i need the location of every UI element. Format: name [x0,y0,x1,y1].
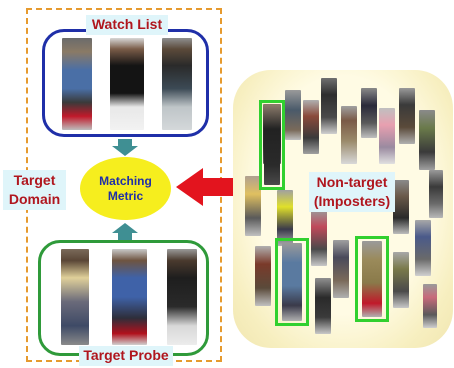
nontarget-label-line1: Non-target [316,174,388,190]
matching-metric-line2: Metric [107,188,144,203]
target-probe-label: Target Probe [79,346,173,366]
highlighted-imposter-2 [275,238,309,326]
matching-metric-line1: Matching [99,173,152,188]
watch-list-person-1 [62,38,92,130]
imposter-image [277,190,293,246]
imposter-image [415,220,431,276]
watch-list-person-3 [162,38,192,130]
nontarget-label: Non-target (Imposters) [309,172,395,212]
imposter-image [393,180,409,234]
imposter-image [285,90,301,140]
target-probe-person-3 [167,249,197,345]
target-domain-label-line1: Target [13,172,56,188]
arrow-nontarget-to-metric [176,168,240,206]
highlighted-imposter-1 [259,100,285,190]
target-probe-person-2 [112,249,147,345]
imposter-image [341,106,357,164]
imposter-image [423,284,437,328]
watch-list-label: Watch List [86,15,168,35]
target-probe-person-1 [61,249,89,345]
imposter-image [255,246,271,306]
imposter-image [399,88,415,144]
imposter-image [393,252,409,308]
imposter-image [361,88,377,138]
imposter-image [333,240,349,298]
target-domain-label-line2: Domain [8,191,61,207]
highlighted-imposter-3 [355,236,389,322]
imposter-image [379,108,395,164]
imposter-image [245,176,261,236]
arrow-watch-to-metric [112,139,138,156]
imposter-image [315,278,331,334]
arrow-probe-to-metric [112,223,138,240]
nontarget-label-line2: (Imposters) [313,193,391,209]
imposter-image [311,210,327,266]
watch-list-box [42,29,209,137]
matching-metric-node: Matching Metric [80,157,171,220]
target-domain-label: Target Domain [3,170,66,210]
imposter-image [303,100,319,154]
watch-list-person-2 [110,38,144,130]
imposter-image [321,78,337,134]
imposter-image [429,170,443,218]
imposter-image [419,110,435,170]
